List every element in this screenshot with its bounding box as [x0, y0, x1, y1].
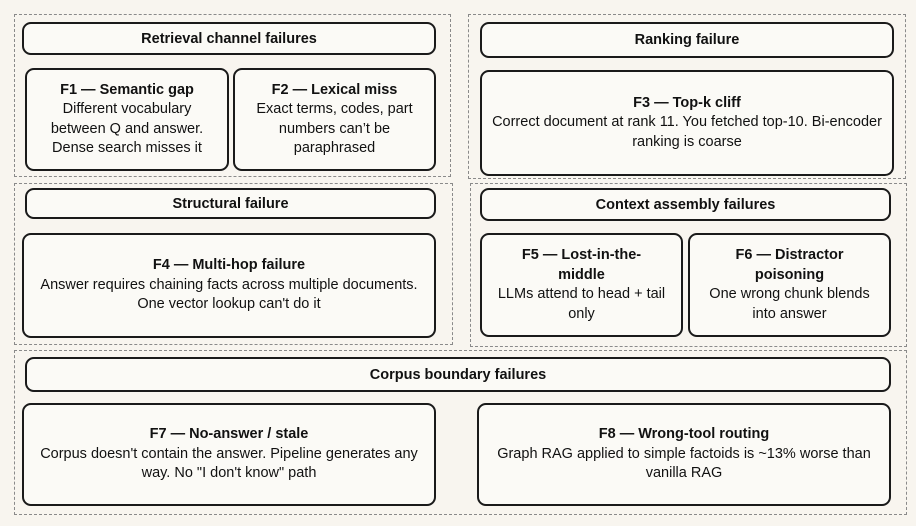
- card-description: Answer requires chaining facts across mu…: [40, 276, 418, 313]
- card-title: F5 — Lost-in-the-middle: [521, 247, 642, 283]
- card-f2-lexical-miss: F2 — Lexical miss Exact terms, codes, pa…: [233, 68, 436, 171]
- header-context-assembly-failures: Context assembly failures: [480, 188, 891, 221]
- card-title: F7 — No-answer / stale: [149, 426, 309, 443]
- group-retrieval-channel: [14, 14, 451, 177]
- group-ranking: [468, 14, 906, 179]
- card-f6-distractor-poisoning: F6 — Distractor poisoning One wrong chun…: [688, 233, 891, 337]
- card-f8-wrong-tool-routing: F8 — Wrong-tool routing Graph RAG applie…: [477, 403, 891, 506]
- card-f5-lost-in-the-middle: F5 — Lost-in-the-middle LLMs attend to h…: [480, 233, 683, 337]
- group-structural: [14, 183, 453, 345]
- card-description: Exact terms, codes, part numbers can’t b…: [256, 101, 413, 156]
- card-description: Correct document at rank 11. You fetched…: [492, 114, 882, 150]
- card-description: LLMs attend to head + tail only: [497, 286, 666, 322]
- card-title: F8 — Wrong-tool routing: [598, 426, 770, 443]
- card-f4-multi-hop-failure: F4 — Multi-hop failure Answer requires c…: [22, 233, 436, 338]
- header-corpus-boundary-failures: Corpus boundary failures: [25, 357, 891, 392]
- header-structural-failure: Structural failure: [25, 188, 436, 219]
- card-description: Graph RAG applied to simple factoids is …: [497, 445, 871, 482]
- header-ranking-failure: Ranking failure: [480, 22, 894, 58]
- group-context-assembly: [470, 183, 907, 347]
- card-title: F3 — Top-k cliff: [633, 94, 741, 111]
- card-f3-top-k-cliff: F3 — Top-k cliff Correct document at ran…: [480, 70, 894, 176]
- card-title: F6 — Distractor poisoning: [735, 247, 844, 283]
- group-corpus-boundary: [14, 350, 907, 515]
- card-description: Different vocabulary between Q and answe…: [50, 101, 204, 156]
- card-title: F1 — Semantic gap: [60, 81, 194, 98]
- header-retrieval-channel-failures: Retrieval channel failures: [22, 22, 436, 55]
- card-description: One wrong chunk blends into answer: [709, 286, 870, 322]
- card-description: Corpus doesn't contain the answer. Pipel…: [40, 445, 418, 482]
- card-title: F4 — Multi-hop failure: [152, 257, 306, 274]
- card-title: F2 — Lexical miss: [271, 81, 398, 98]
- card-f7-no-answer-stale: F7 — No-answer / stale Corpus doesn't co…: [22, 403, 436, 506]
- card-f1-semantic-gap: F1 — Semantic gap Different vocabulary b…: [25, 68, 229, 171]
